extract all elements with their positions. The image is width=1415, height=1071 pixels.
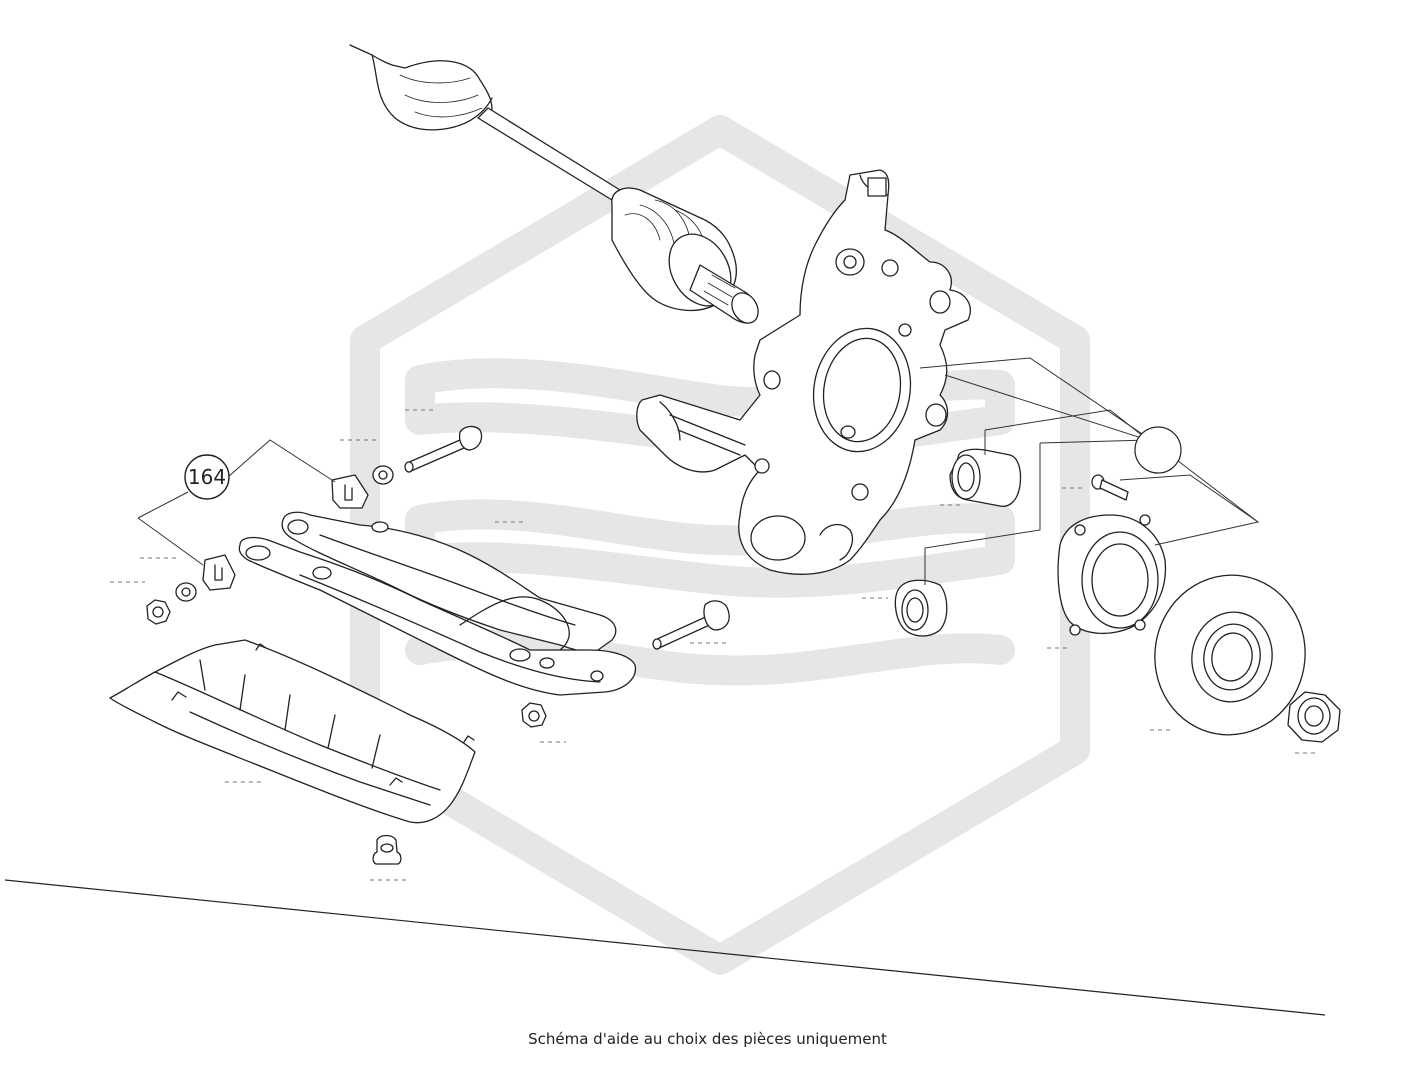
knuckle-bushing-upper[interactable] — [949, 448, 1022, 507]
knuckle-bushing-lower[interactable] — [894, 579, 948, 637]
reference-placeholders — [110, 409, 1318, 881]
control-arm-bolt-lower[interactable] — [652, 600, 730, 650]
brake-disc[interactable] — [1142, 563, 1318, 747]
callout-164[interactable]: 164 — [184, 454, 230, 500]
callout-blank[interactable] — [1134, 426, 1182, 474]
diagram-caption: Schéma d'aide au choix des pièces unique… — [528, 1030, 887, 1048]
nut-left[interactable] — [146, 599, 171, 625]
control-arm-bolt-upper[interactable] — [404, 425, 483, 473]
upper-control-arm[interactable] — [281, 511, 617, 653]
callout-164-label: 164 — [188, 465, 226, 489]
ground-line — [4, 879, 1326, 1016]
underbody-guard[interactable] — [109, 639, 476, 824]
wheel-knuckle[interactable] — [636, 169, 971, 575]
washer-upper[interactable] — [372, 465, 394, 485]
clip-fastener[interactable] — [372, 834, 402, 865]
wheel-hub-bearing[interactable] — [1057, 514, 1167, 636]
eccentric-plate-lower[interactable] — [202, 554, 236, 591]
washer-lower[interactable] — [175, 582, 197, 602]
hub-nut[interactable] — [1287, 691, 1341, 743]
nut-center[interactable] — [521, 702, 547, 728]
lower-control-arm[interactable] — [238, 536, 637, 696]
eccentric-plate-upper[interactable] — [331, 474, 369, 509]
hub-bolt[interactable] — [1091, 474, 1129, 501]
drive-shaft[interactable] — [349, 44, 763, 328]
callout-leaders — [137, 357, 1260, 585]
